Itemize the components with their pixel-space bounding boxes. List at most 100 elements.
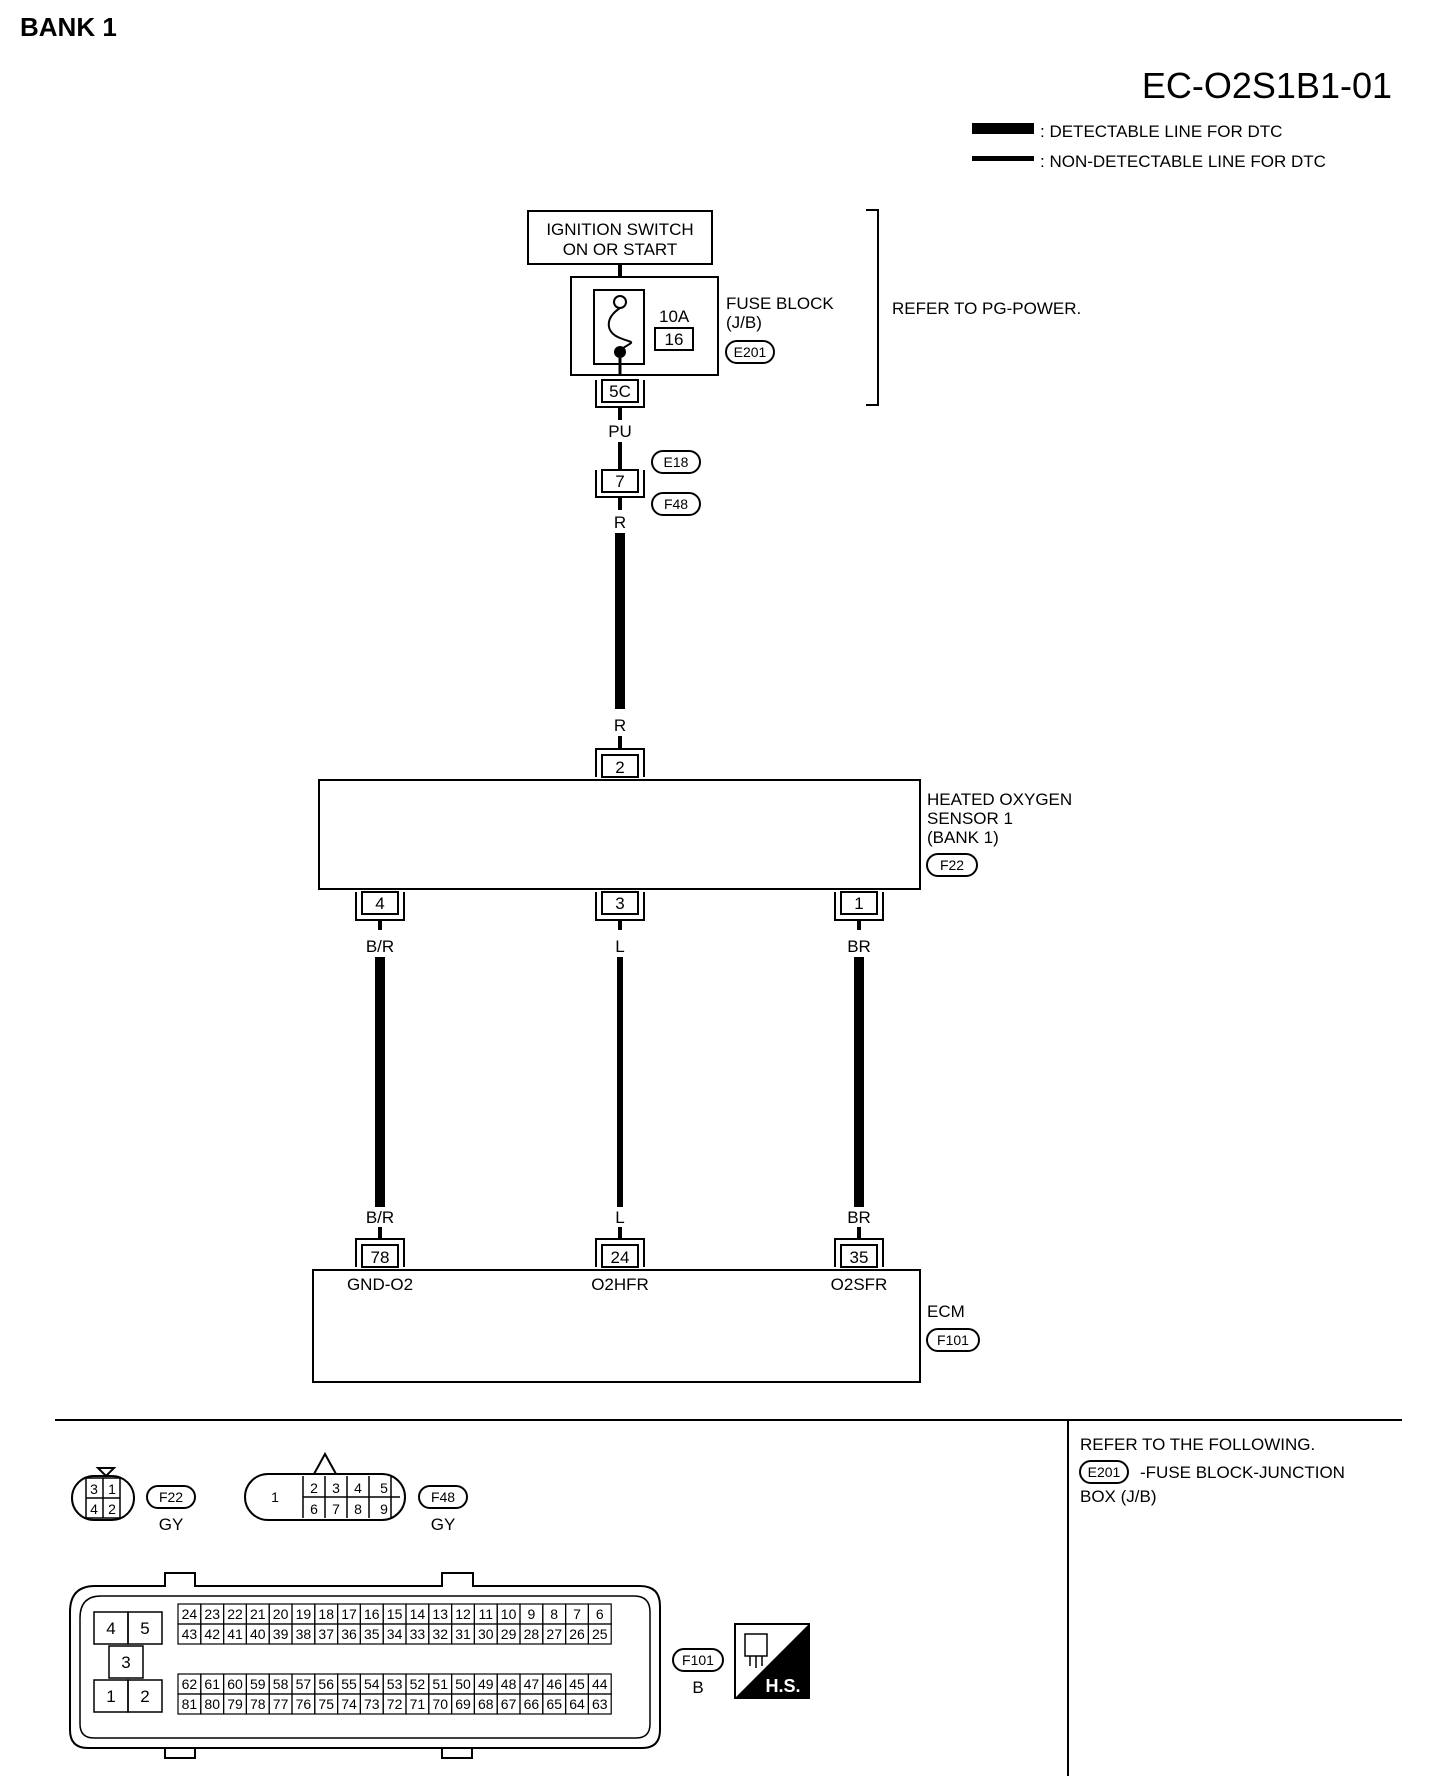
- f48-pin: 2: [310, 1480, 318, 1496]
- f101-pin: 55: [341, 1676, 357, 1692]
- joint-pin: 7: [615, 472, 624, 491]
- f101-pin: 34: [387, 1626, 403, 1642]
- ecm-pin-24-connector: 24: [595, 1238, 645, 1268]
- f101-pin: 35: [364, 1626, 380, 1642]
- f101-code: F101: [682, 1652, 714, 1668]
- fuse-block-connector: E201: [734, 344, 767, 360]
- f101-pin: 4: [106, 1619, 115, 1638]
- connector-f22-face: 3 1 4 2: [71, 1467, 135, 1521]
- f101-pin: 81: [182, 1696, 198, 1712]
- fuse-block-box: [570, 276, 719, 376]
- f101-pin: 74: [341, 1696, 357, 1712]
- f101-pin: 56: [318, 1676, 334, 1692]
- f101-pin: 47: [524, 1676, 540, 1692]
- f101-pin: 23: [204, 1606, 220, 1622]
- f101-pin: 8: [550, 1606, 558, 1622]
- f101-pin-cell: [587, 1623, 612, 1645]
- f101-pin: 60: [227, 1676, 243, 1692]
- connector-f48-face: 1 2 3 4 5 6 7 8 9: [244, 1451, 406, 1521]
- heated-oxygen-sensor-box: [318, 779, 921, 890]
- f101-pin: 67: [501, 1696, 517, 1712]
- f101-pin: 15: [387, 1606, 403, 1622]
- f101-pin: 57: [296, 1676, 312, 1692]
- f101-pin: 45: [569, 1676, 585, 1692]
- f101-pin: 77: [273, 1696, 289, 1712]
- wire-color-pu: PU: [608, 422, 632, 441]
- ignition-line1: IGNITION SWITCH: [546, 220, 693, 239]
- ecm-terminal-o2hfr: O2HFR: [591, 1275, 649, 1294]
- harness-side-icon: H.S.: [734, 1623, 810, 1699]
- f48-pin: 5: [380, 1480, 388, 1496]
- sensor-pin-3-connector: 3: [595, 891, 645, 921]
- f101-pin: 21: [250, 1606, 266, 1622]
- f101-pin-cell: [587, 1693, 612, 1715]
- f101-pin: 68: [478, 1696, 494, 1712]
- f101-pin: 69: [455, 1696, 471, 1712]
- f101-pin: 17: [341, 1606, 357, 1622]
- wire-color-brn-bottom: BR: [847, 1208, 871, 1227]
- f101-pin: 48: [501, 1676, 517, 1692]
- f101-pin: 18: [318, 1606, 334, 1622]
- f48-pin: 1: [271, 1489, 279, 1505]
- f101-pin: 27: [546, 1626, 562, 1642]
- f101-pin: 2: [140, 1687, 149, 1706]
- f101-pin: 54: [364, 1676, 380, 1692]
- f101-pin: 44: [592, 1676, 608, 1692]
- f48-pin: 9: [380, 1501, 388, 1517]
- f101-pin: 65: [546, 1696, 562, 1712]
- f22-color: GY: [159, 1515, 184, 1534]
- f101-pin: 36: [341, 1626, 357, 1642]
- refer-fuse-block: -FUSE BLOCK-JUNCTION: [1140, 1463, 1345, 1482]
- ecm-pin-78-connector: 78: [355, 1238, 405, 1268]
- ecm-terminal-o2sfr: O2SFR: [831, 1275, 888, 1294]
- legend-thick-line: [972, 123, 1034, 134]
- f101-pin: 16: [364, 1606, 380, 1622]
- f101-pin: 40: [250, 1626, 266, 1642]
- ecm-pin-35-connector: 35: [834, 1238, 884, 1268]
- f101-pin: 20: [273, 1606, 289, 1622]
- f48-pin: 4: [354, 1480, 362, 1496]
- f101-pin: 49: [478, 1676, 494, 1692]
- f48-pin: 6: [310, 1501, 318, 1517]
- f22-pin: 4: [90, 1501, 98, 1517]
- f101-pin-cell: [127, 1611, 163, 1645]
- f48-pin: 3: [332, 1480, 340, 1496]
- refer-pg-power: REFER TO PG-POWER.: [892, 299, 1081, 318]
- f101-pin: 72: [387, 1696, 403, 1712]
- wire-r: [615, 533, 625, 709]
- f101-pin: 24: [182, 1606, 198, 1622]
- wire-b-r: [375, 957, 385, 1207]
- f101-pin: 64: [569, 1696, 585, 1712]
- legend-thin-line: [972, 156, 1034, 161]
- ecm-pin-24: 24: [611, 1248, 630, 1267]
- f101-pin: 10: [501, 1606, 517, 1622]
- f101-pin: 14: [410, 1606, 426, 1622]
- f22-code: F22: [159, 1489, 183, 1505]
- f101-pin: 33: [410, 1626, 426, 1642]
- fuse-block-jb: (J/B): [726, 313, 762, 332]
- f101-pin: 7: [573, 1606, 581, 1622]
- f101-pin: 13: [432, 1606, 448, 1622]
- f101-pin: 11: [479, 1606, 494, 1622]
- ecm-name: ECM: [927, 1302, 965, 1321]
- ecm-pin-78: 78: [371, 1248, 390, 1267]
- sensor-name-line3: (BANK 1): [927, 828, 999, 847]
- wire-color-l-top: L: [615, 937, 624, 956]
- refer-connector: E201: [1088, 1464, 1121, 1480]
- fuse-block-name: FUSE BLOCK: [726, 294, 834, 313]
- bank-title: BANK 1: [20, 12, 117, 42]
- f101-pin: 61: [204, 1676, 220, 1692]
- fuse-icon: [607, 295, 633, 358]
- ignition-line2: ON OR START: [563, 240, 678, 259]
- ecm-connector: F101: [937, 1332, 969, 1348]
- f101-pin: 6: [596, 1606, 604, 1622]
- f101-pin: 22: [227, 1606, 243, 1622]
- sensor-name-line2: SENSOR 1: [927, 809, 1013, 828]
- f101-pin: 29: [501, 1626, 517, 1642]
- f101-pin: 50: [455, 1676, 471, 1692]
- refer-following: REFER TO THE FOLLOWING.: [1080, 1435, 1315, 1454]
- f48-color: GY: [431, 1515, 456, 1534]
- f101-pin: 26: [569, 1626, 585, 1642]
